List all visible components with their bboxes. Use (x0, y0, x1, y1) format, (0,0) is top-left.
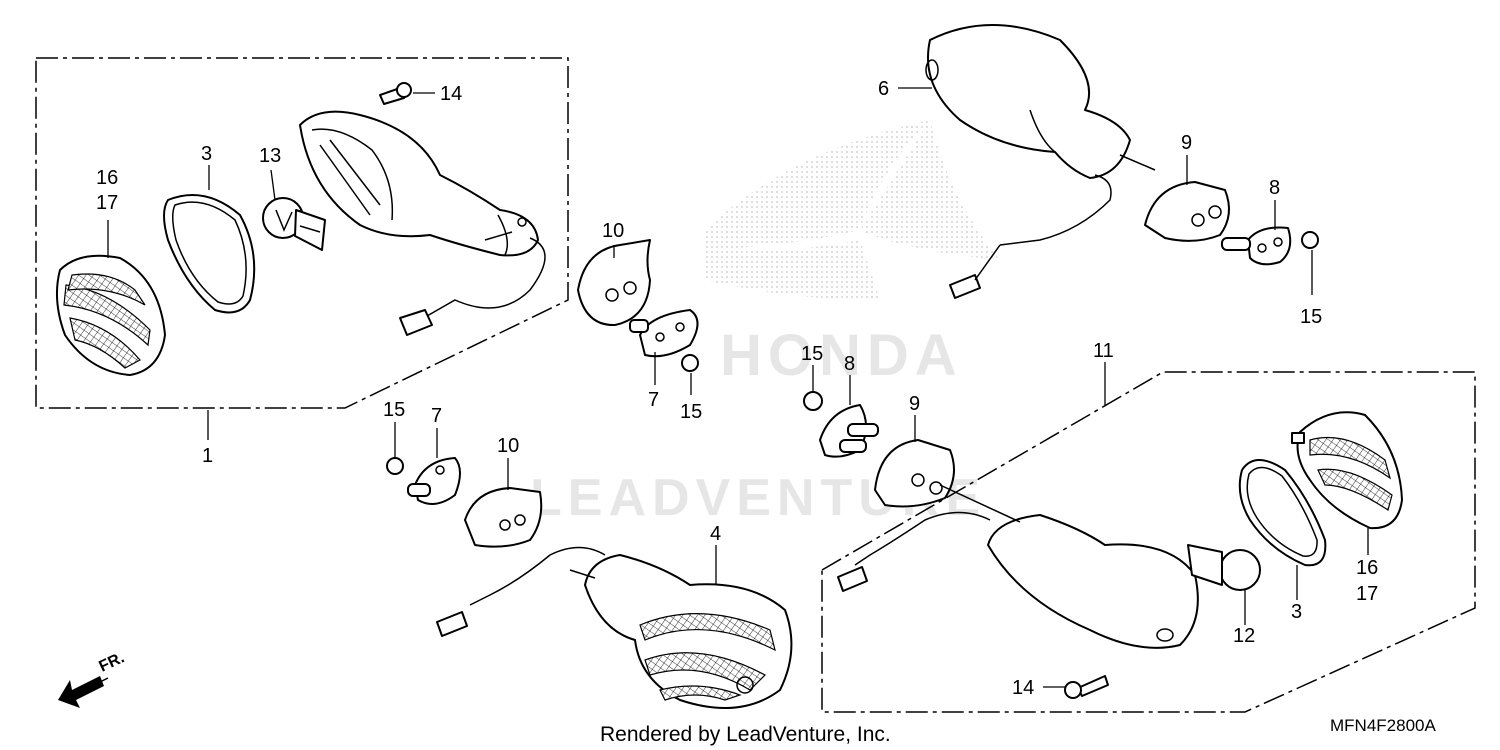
callout-8-middle: 8 (844, 353, 855, 375)
callout-4: 4 (710, 523, 721, 545)
bracket-upper-right (1221, 226, 1292, 266)
callout-3-left: 3 (201, 143, 212, 165)
watermark-brand: HONDA (720, 323, 963, 388)
callout-labels: 1 3 13 16 17 14 10 7 15 6 9 8 15 15 7 10… (96, 78, 1378, 699)
callout-7-upper: 7 (648, 389, 659, 411)
bracket-middle-right (819, 404, 879, 458)
assembly-box-left (35, 57, 569, 409)
callout-12: 12 (1233, 625, 1255, 647)
callout-14-left: 14 (440, 83, 462, 105)
screw-right (1064, 675, 1109, 699)
callout-10-lower: 10 (497, 435, 519, 457)
bracket-upper (629, 309, 699, 358)
callout-17-right: 17 (1356, 583, 1378, 605)
front-direction-arrow: FR. (58, 649, 127, 708)
leader-lines (107, 87, 1369, 688)
lens-right (1291, 411, 1403, 530)
diagram-code: MFN4F2800A (1330, 716, 1436, 735)
housing-lower-middle (436, 546, 793, 709)
housing-right-upper (925, 24, 1156, 299)
rubber-mount-middle-right (874, 439, 955, 508)
callout-15-middle: 15 (801, 343, 823, 365)
rubber-mount-upper (577, 239, 651, 327)
nut-upper-right (1301, 231, 1319, 249)
callout-14-right: 14 (1012, 677, 1034, 699)
screw-left (379, 82, 412, 105)
callout-3-right: 3 (1291, 601, 1302, 623)
bracket-lower-left (407, 457, 461, 505)
callout-16-left: 16 (96, 167, 118, 189)
callout-13: 13 (259, 145, 281, 167)
bulb-left (262, 197, 326, 251)
render-credit: Rendered by LeadVenture, Inc. (600, 723, 891, 746)
gasket-right (1238, 459, 1327, 567)
housing-left (299, 110, 546, 336)
callout-16-right: 16 (1356, 557, 1378, 579)
callout-6: 6 (878, 78, 889, 100)
lens-left (56, 254, 166, 376)
nut-lower-left (386, 457, 404, 475)
rubber-mount-upper-right (1144, 181, 1230, 242)
callout-7-lower: 7 (431, 405, 442, 427)
front-label: FR. (97, 649, 128, 675)
callout-1: 1 (202, 445, 213, 467)
gasket-left (163, 194, 256, 314)
callout-9-middle: 9 (909, 393, 920, 415)
nut-upper (681, 354, 699, 372)
callout-15-lower-left: 15 (383, 399, 405, 421)
callout-17-left: 17 (96, 192, 118, 214)
callout-10-upper: 10 (602, 220, 624, 242)
nut-middle-right (803, 391, 823, 411)
callout-9-upper: 9 (1181, 132, 1192, 154)
rubber-mount-lower-left (464, 487, 543, 548)
callout-11: 11 (1093, 340, 1114, 362)
callout-8-upper: 8 (1269, 177, 1280, 199)
callout-15-upper: 15 (680, 401, 702, 423)
bulb-right (1187, 544, 1261, 591)
assembly-box-right (821, 371, 1476, 713)
callout-15-upper-right: 15 (1300, 306, 1322, 328)
